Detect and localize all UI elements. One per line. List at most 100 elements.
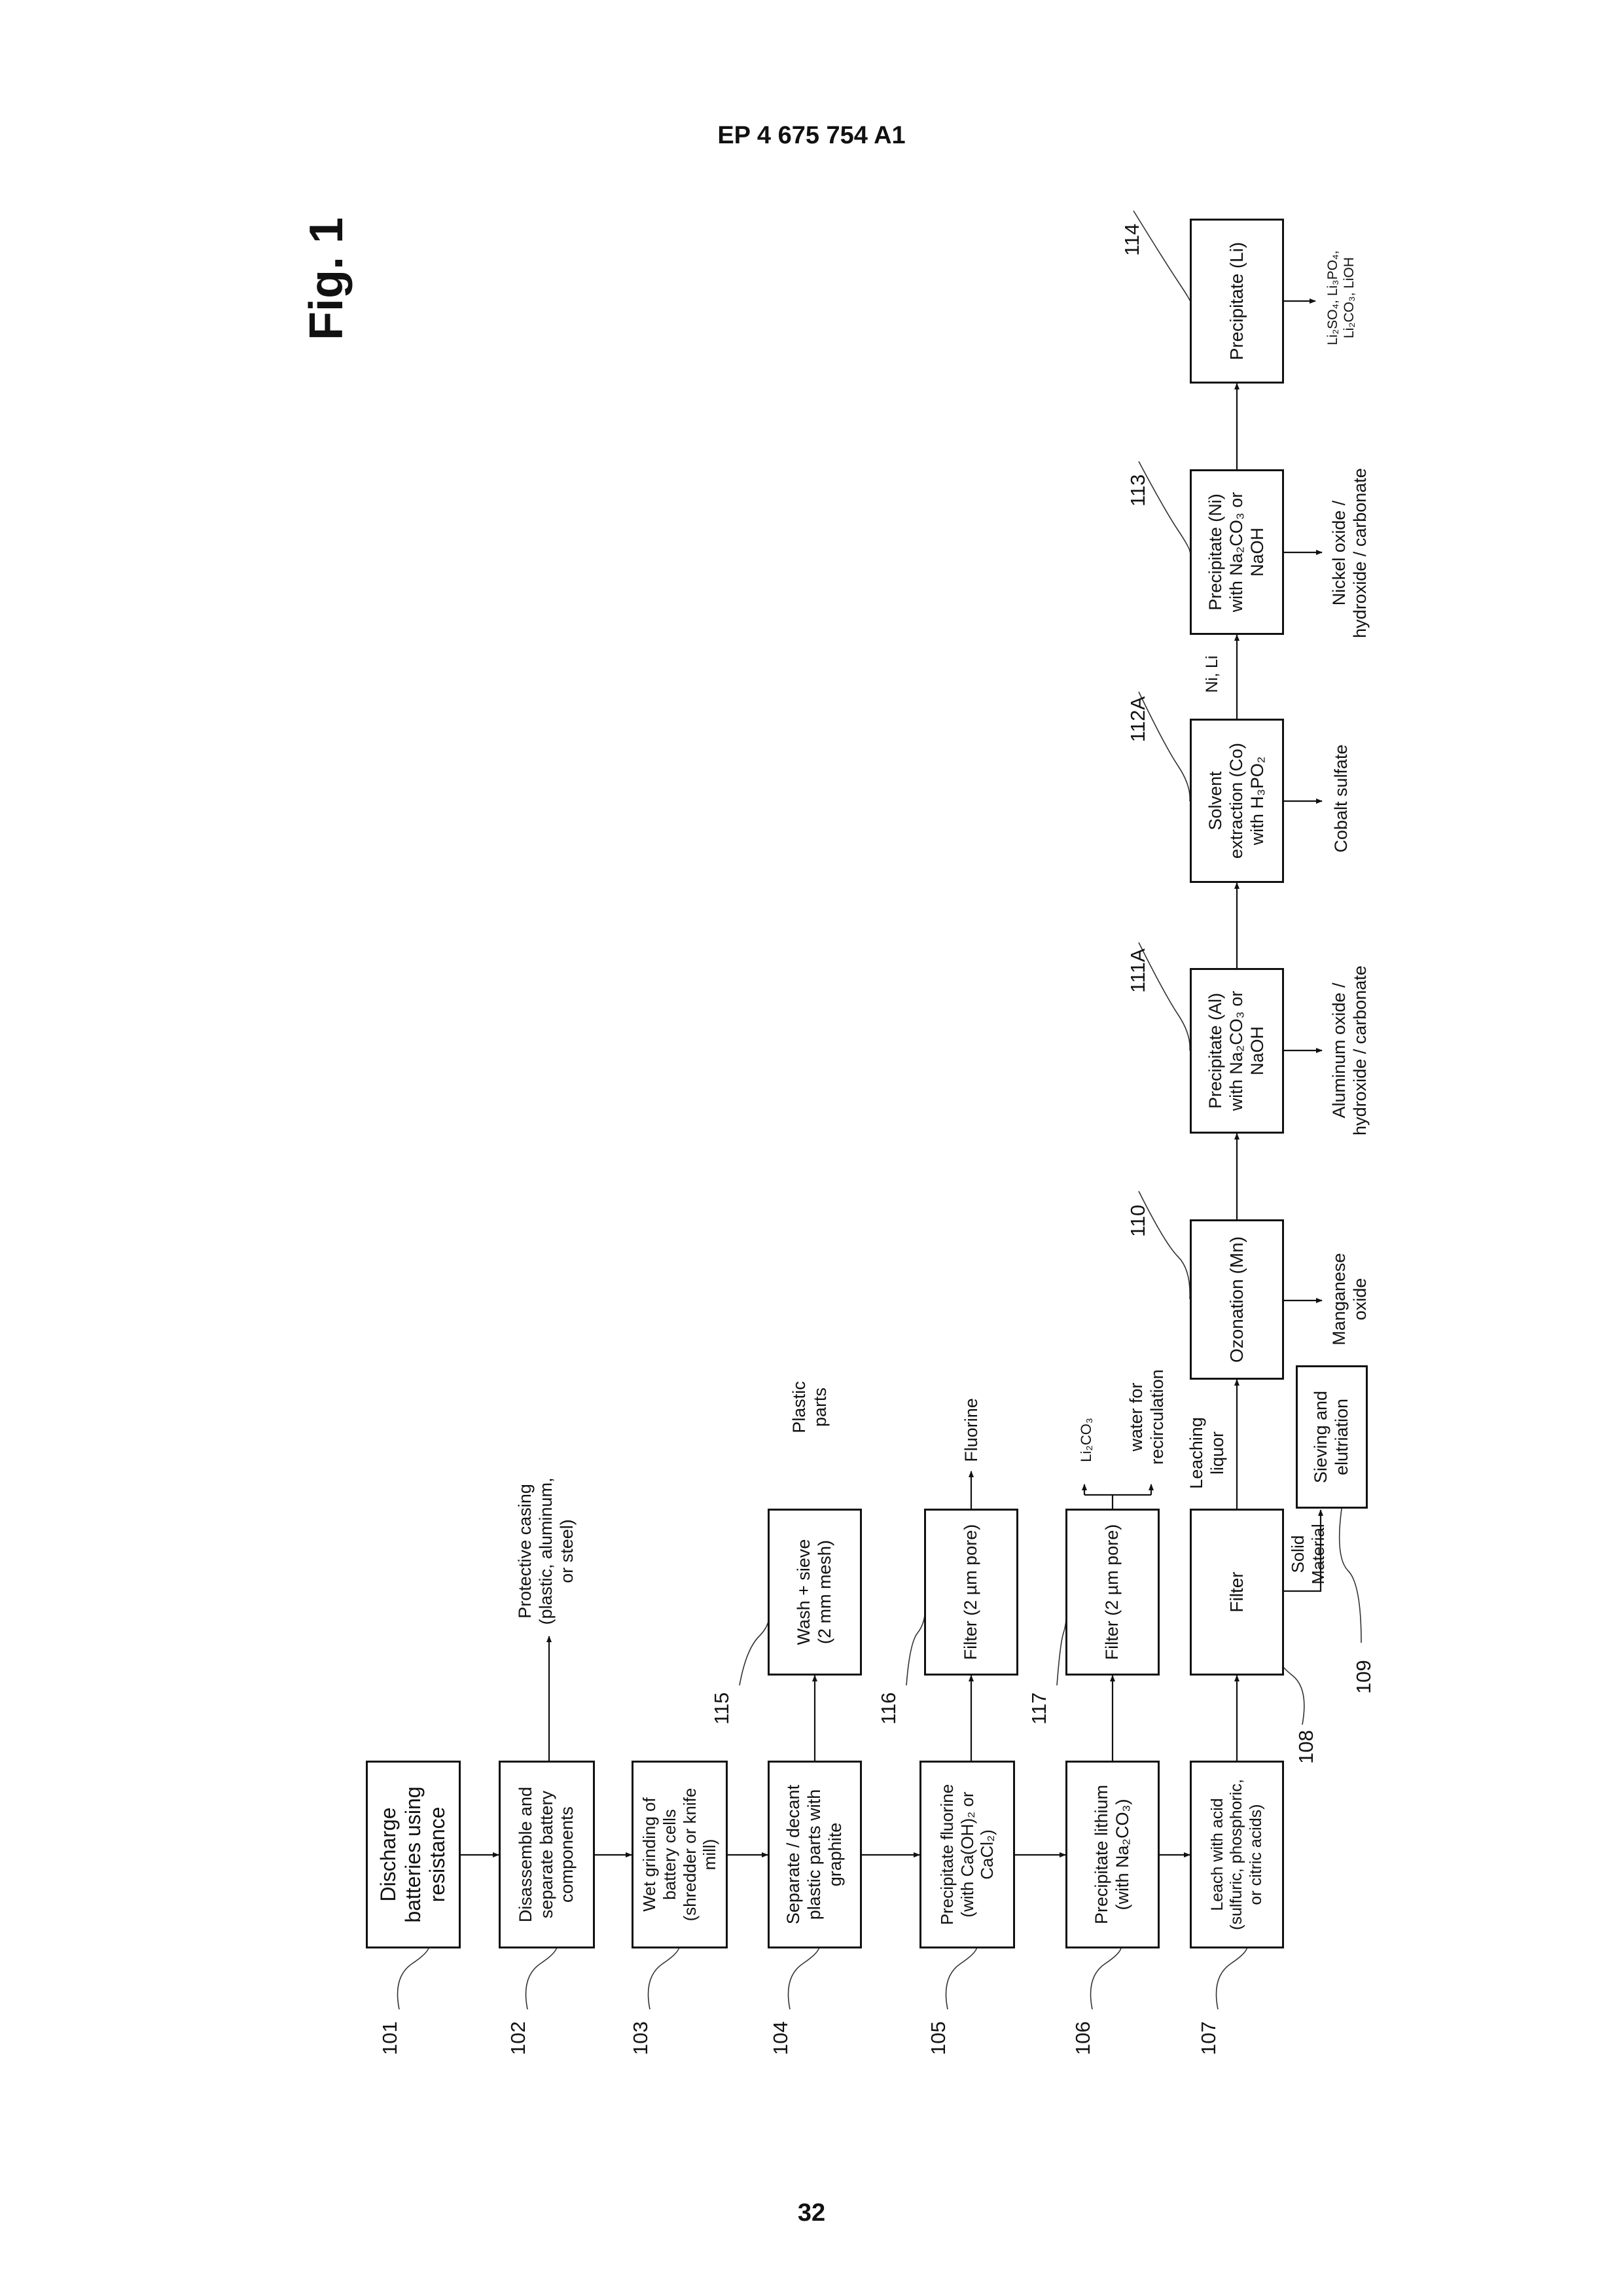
leader-line <box>906 1607 925 1685</box>
reference-numeral: 116 <box>877 1693 901 1725</box>
figure-title: Fig. 1 <box>300 217 353 340</box>
leader-line <box>1281 1661 1304 1725</box>
step-label-line: Wash + sieve <box>794 1539 815 1645</box>
output-label-line: liquor <box>1207 1431 1228 1475</box>
output-ni-li: Ni, Li <box>1200 648 1226 700</box>
output-label-line: oxide <box>1350 1278 1371 1321</box>
step-label-line: components <box>557 1806 578 1903</box>
process-step-117: Filter (2 µm pore) <box>1065 1509 1160 1676</box>
page-number: 32 <box>0 2199 1623 2227</box>
output-label-line: parts <box>810 1388 831 1427</box>
step-label-line: Precipitate (Al) <box>1205 993 1226 1109</box>
process-step-105: Precipitate fluorine(with Ca(OH)₂ orCaCl… <box>919 1761 1015 1948</box>
process-step-116: Filter (2 µm pore) <box>924 1509 1018 1676</box>
document-number: EP 4 675 754 A1 <box>0 122 1623 150</box>
step-label-line: Separate / decant <box>783 1785 804 1924</box>
step-label-line: Sieving and <box>1311 1391 1332 1483</box>
reference-numeral: 114 <box>1120 224 1144 256</box>
reference-numeral: 101 <box>378 2021 402 2055</box>
step-label-line: with Na₂CO₃ or <box>1226 991 1247 1111</box>
leader-line <box>789 1944 820 2009</box>
output-leaching-liquor: Leachingliquor <box>1186 1410 1228 1496</box>
step-label-line: Filter (2 µm pore) <box>1102 1524 1123 1660</box>
process-step-112a: Solventextraction (Co)with H₃PO₂ <box>1190 719 1284 883</box>
step-label-line: NaOH <box>1247 528 1268 577</box>
output-label-line: Material <box>1308 1524 1329 1584</box>
step-label-line: NaOH <box>1247 1026 1268 1075</box>
output-cobalt: Cobalt sulfate <box>1329 733 1355 864</box>
reference-numeral: 107 <box>1197 2021 1221 2055</box>
leader-line <box>1217 1944 1248 2009</box>
output-lithium: Li₂SO₄, Li₃PO₄,Li₂CO₃, LiOH <box>1322 236 1361 360</box>
reference-numeral: 111A <box>1126 948 1150 993</box>
output-label-line: hydroxide / carbonate <box>1350 468 1371 638</box>
step-label-line: Filter <box>1226 1571 1247 1612</box>
reference-numeral: 112A <box>1126 696 1150 742</box>
output-label-line: Fluorine <box>961 1398 982 1462</box>
leader-line <box>1340 1509 1361 1643</box>
output-label-line: Li₂SO₄, Li₃PO₄, <box>1325 251 1342 346</box>
output-label-line: water for <box>1126 1382 1147 1451</box>
process-step-101: Dischargebatteries usingresistance <box>366 1761 461 1948</box>
process-step-104: Separate / decantplastic parts withgraph… <box>768 1761 862 1948</box>
output-label-line: (plastic, aluminum, <box>536 1477 557 1624</box>
step-label-line: (shredder or knife <box>680 1788 700 1922</box>
reference-numeral: 103 <box>629 2021 652 2055</box>
output-label-line: Li₂CO₃ <box>1078 1418 1095 1462</box>
leader-line <box>740 1607 770 1685</box>
output-label-line: Solid <box>1288 1535 1308 1573</box>
output-label-line: Ni, Li <box>1203 656 1222 693</box>
step-label-line: Disassemble and <box>516 1787 537 1922</box>
reference-numeral: 110 <box>1126 1205 1150 1237</box>
output-li2co3: Li₂CO₃ <box>1073 1404 1099 1476</box>
reference-numeral: 113 <box>1126 475 1150 507</box>
leader-line <box>526 1944 558 2009</box>
step-label-line: resistance <box>425 1807 450 1903</box>
step-label-line: Leach with acid <box>1208 1798 1228 1910</box>
reference-numeral: 117 <box>1027 1693 1051 1725</box>
step-label-line: (2 mm mesh) <box>815 1540 836 1644</box>
output-label-line: Leaching <box>1186 1417 1207 1489</box>
output-manganese: Manganeseoxide <box>1325 1244 1374 1355</box>
output-plastic-parts: Plasticparts <box>785 1371 834 1443</box>
output-solid-material: SolidMaterial <box>1287 1523 1330 1585</box>
reference-numeral: 115 <box>710 1693 734 1725</box>
process-step-107: Leach with acid(sulfuric, phosphoric,or … <box>1190 1761 1284 1948</box>
reference-numeral: 102 <box>507 2021 530 2055</box>
output-label-line: Cobalt sulfate <box>1331 744 1352 852</box>
leader-line <box>649 1944 680 2009</box>
step-label-line: Wet grinding of <box>639 1797 660 1911</box>
reference-numeral: 105 <box>927 2021 950 2055</box>
process-step-115: Wash + sieve(2 mm mesh) <box>768 1509 862 1676</box>
output-label-line: recirculation <box>1147 1369 1168 1465</box>
process-step-103: Wet grinding ofbattery cells(shredder or… <box>632 1761 728 1948</box>
step-label-line: or citric acids) <box>1247 1804 1266 1905</box>
output-label-line: Nickel oxide / <box>1329 501 1350 606</box>
output-nickel: Nickel oxide /hydroxide / carbonate <box>1325 458 1374 648</box>
leader-line <box>398 1944 429 2009</box>
reference-numeral: 106 <box>1071 2021 1095 2055</box>
reference-numeral: 104 <box>769 2021 793 2055</box>
output-label-line: Plastic <box>789 1381 810 1433</box>
output-label-line: Protective casing <box>515 1484 536 1619</box>
step-label-line: Discharge <box>376 1807 401 1901</box>
step-label-line: (sulfuric, phosphoric, <box>1227 1779 1247 1930</box>
step-label-line: plastic parts with <box>804 1789 825 1920</box>
step-label-line: (with Ca(OH)₂ or <box>957 1791 978 1917</box>
step-label-line: Filter (2 µm pore) <box>961 1524 982 1660</box>
step-label-line: with Na₂CO₃ or <box>1226 492 1247 613</box>
reference-numeral: 108 <box>1294 1730 1318 1764</box>
step-label-line: separate battery <box>537 1791 558 1918</box>
step-label-line: Precipitate lithium <box>1092 1785 1113 1924</box>
step-label-line: batteries using <box>401 1786 426 1922</box>
step-label-line: mill) <box>700 1839 720 1871</box>
step-label-line: graphite <box>825 1823 846 1887</box>
step-label-line: elutriation <box>1332 1399 1353 1475</box>
output-protective-casing: Protective casing(plastic, aluminum,or s… <box>504 1466 589 1636</box>
process-flow-diagram: Fig. 1 Dischargebatteries usingresistanc… <box>288 164 1400 2094</box>
output-label-line: hydroxide / carbonate <box>1350 965 1371 1136</box>
output-label-line: Li₂CO₃, LiOH <box>1342 257 1358 338</box>
step-label-line: extraction (Co) <box>1226 743 1247 859</box>
output-fluorine: Fluorine <box>959 1391 985 1469</box>
output-water: water forrecirculation <box>1122 1358 1171 1476</box>
